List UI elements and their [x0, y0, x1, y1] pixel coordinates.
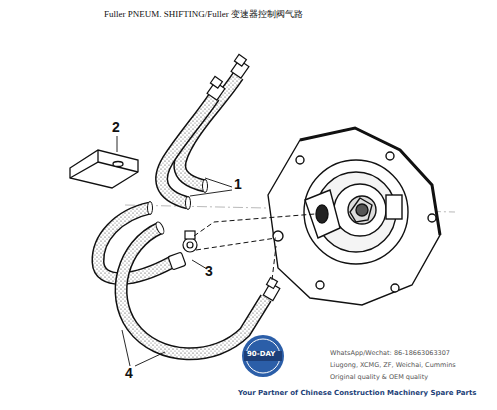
watermark-text: Original quality & OEM quality [330, 374, 428, 381]
callout-number: 1 [234, 177, 242, 192]
shift-valve-housing [268, 128, 440, 305]
hose-ends [148, 180, 208, 236]
badge-text: 90-DAY [247, 351, 275, 359]
callout-number: 2 [112, 120, 120, 135]
callout-number: 3 [205, 264, 213, 279]
watermark-text: WhatsApp/Wechat: 86-18663063307 [330, 350, 450, 357]
watermark-slogan: Your Partner of Chinese Construction Mac… [238, 390, 477, 398]
watermark-text: Liugong, XCMG, ZF, Weichai, Cummins [330, 362, 456, 369]
warranty-badge [242, 335, 284, 377]
hoses [98, 76, 266, 354]
hose-fittings [207, 54, 280, 300]
leader-lines [117, 136, 232, 366]
hose-clamp [70, 150, 138, 188]
elbow-fitting [168, 231, 197, 270]
diagram-title: Fuller PNEUM. SHIFTING/Fuller 变速器控制阀气路 [104, 10, 303, 20]
callout-number: 4 [125, 366, 133, 381]
assembly-lines [194, 214, 315, 280]
